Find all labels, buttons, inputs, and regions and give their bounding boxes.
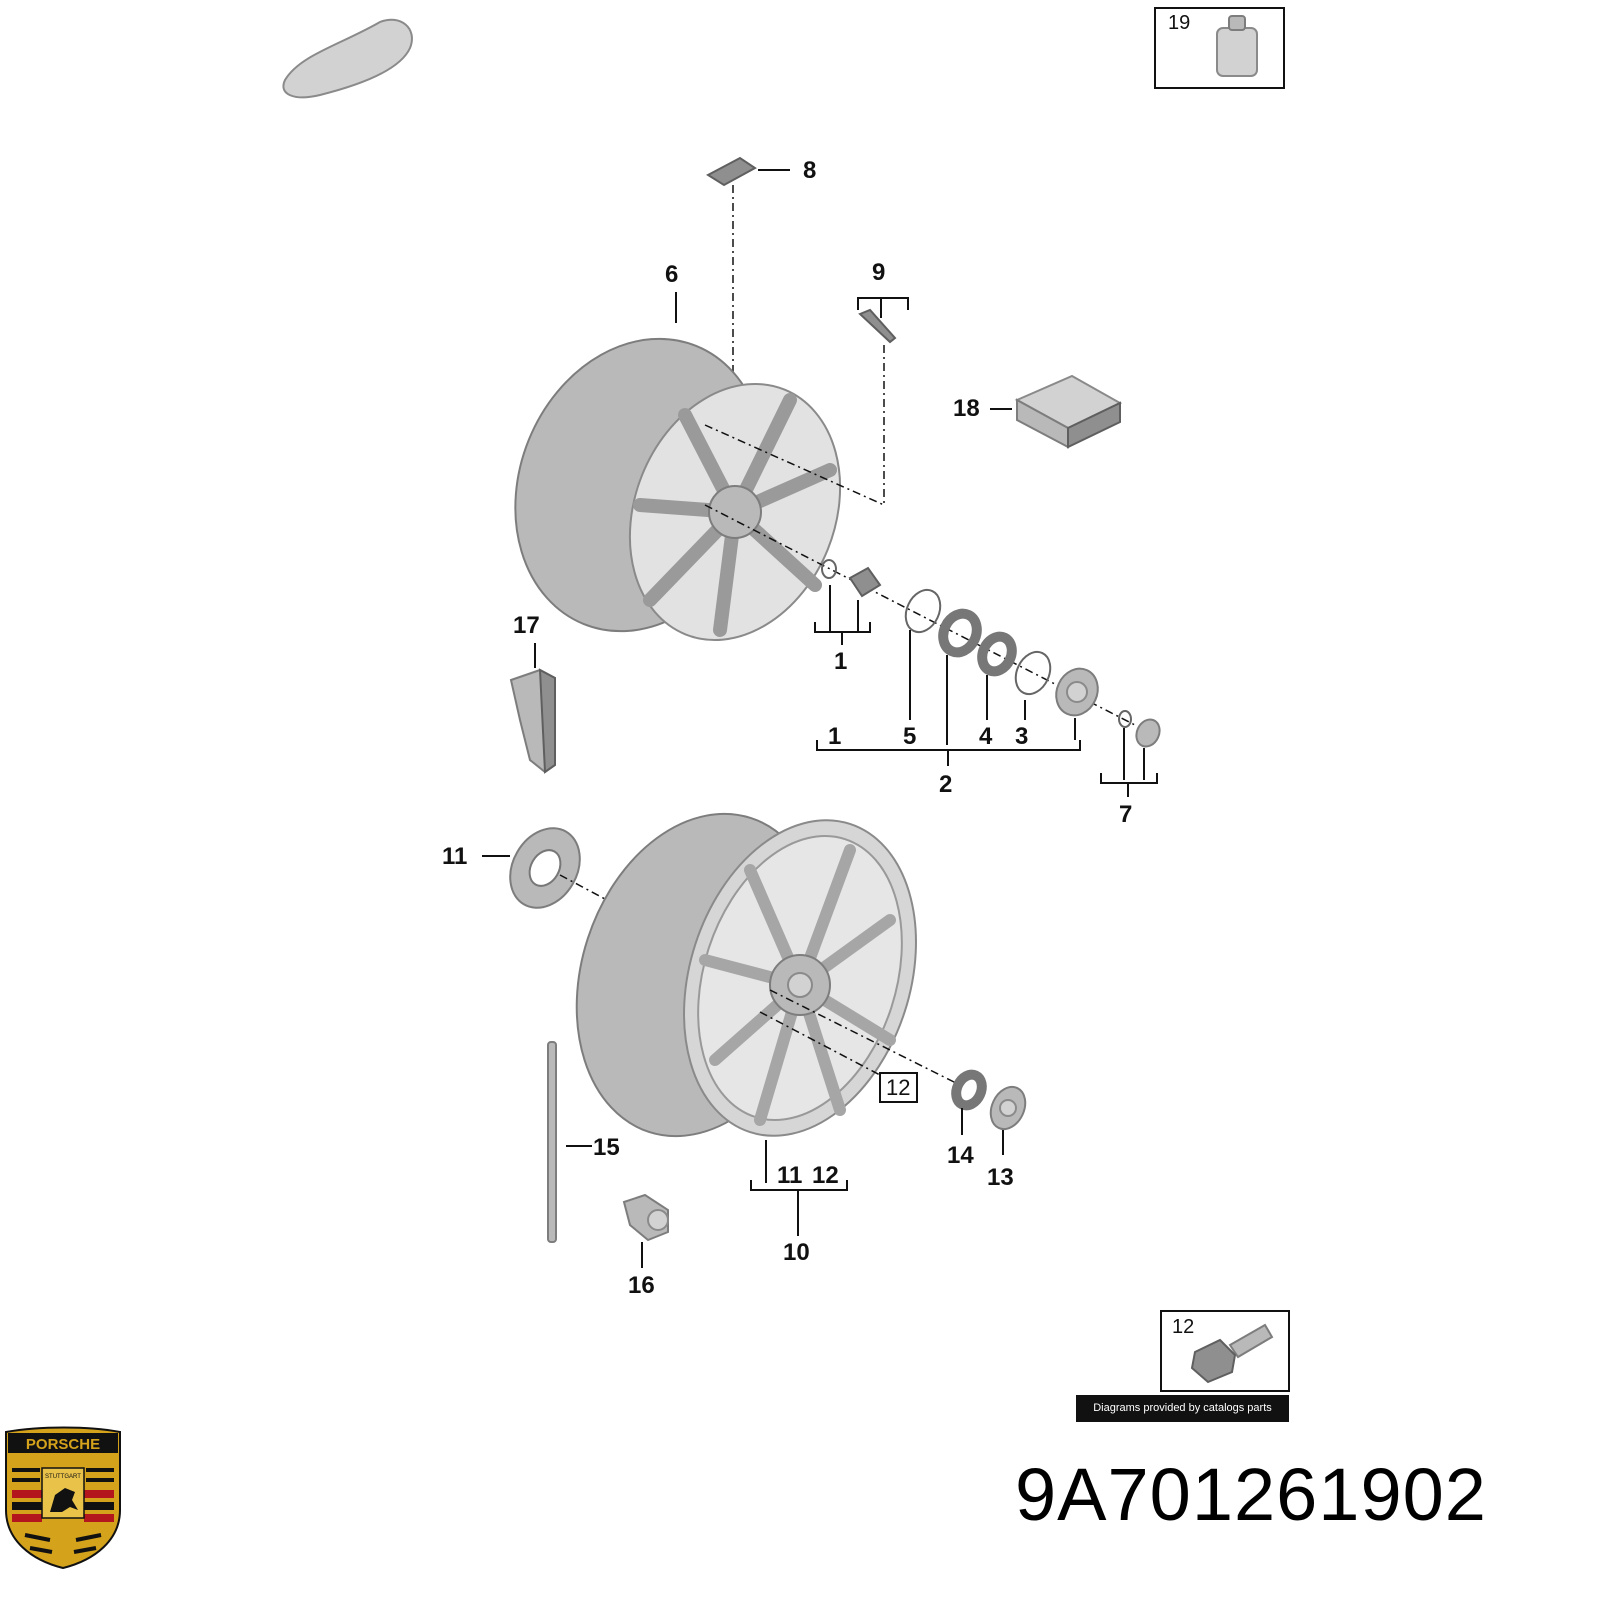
callout-2: 2	[939, 771, 952, 798]
inset-19-label: 19	[1168, 12, 1190, 34]
logo-brand-text: PORSCHE	[26, 1436, 100, 1453]
part-15-rod: 15	[547, 1041, 620, 1243]
catalog-credit-text: Diagrams provided by catalogs parts	[1093, 1402, 1272, 1414]
parts-13-14: 14 13	[947, 1069, 1027, 1191]
logo-city-text: STUTTGART	[45, 1474, 81, 1480]
callout-1-upper: 1	[834, 648, 847, 675]
catalog-credit-banner: Diagrams provided by catalogs parts	[1076, 1395, 1289, 1422]
callout-16: 16	[628, 1272, 655, 1299]
wheel-bolt-icon	[1190, 1323, 1274, 1384]
callout-1-lower: 1	[828, 723, 841, 750]
callout-15: 15	[593, 1134, 620, 1161]
callout-11: 11	[442, 843, 467, 870]
upper-wheel-rim	[514, 337, 842, 641]
callout-3: 3	[1015, 723, 1028, 750]
callout-12-box: 12	[879, 1072, 918, 1103]
part-8-valve: 8	[706, 156, 816, 187]
bracket-7: 7	[1100, 728, 1158, 828]
callout-4: 4	[979, 723, 993, 750]
lower-wheel-assembly	[575, 812, 917, 1138]
callout-13: 13	[987, 1164, 1014, 1191]
callout-9: 9	[872, 259, 885, 286]
callout-11-lower: 11	[777, 1162, 802, 1189]
part-16-lock: 16	[622, 1193, 669, 1299]
bracket-2: 1 5 4 3 2	[816, 630, 1081, 798]
callout-14: 14	[947, 1142, 974, 1169]
callout-12-lower: 12	[812, 1162, 839, 1189]
callout-18: 18	[953, 395, 980, 422]
part-9-valve-stem: 9	[857, 259, 909, 344]
callout-17: 17	[513, 612, 540, 639]
inset-12-label: 12	[1172, 1316, 1194, 1338]
part-number-label: 9A701261902	[1015, 1453, 1487, 1536]
bracket-10: 11 12 10	[750, 1140, 848, 1266]
part-18-box: 18	[953, 374, 1123, 449]
porsche-crest-logo: PORSCHE STUTTGART	[5, 1426, 121, 1570]
callout-6: 6	[665, 261, 678, 288]
callout-5: 5	[903, 723, 916, 750]
bracket-1-upper: 1	[814, 585, 871, 675]
inset-12: 12	[1160, 1310, 1290, 1392]
callout-10: 10	[783, 1239, 810, 1266]
part-17-bracket: 17	[509, 612, 556, 774]
bottle-icon	[1216, 15, 1258, 77]
car-thumbnail	[282, 18, 413, 99]
inset-19: 19	[1154, 7, 1285, 89]
part-11-spacer: 11	[442, 827, 581, 909]
callout-12-box-label: 12	[886, 1075, 910, 1100]
callout-8: 8	[803, 157, 816, 184]
hub-small-parts	[821, 559, 1161, 748]
callout-7: 7	[1119, 801, 1132, 828]
